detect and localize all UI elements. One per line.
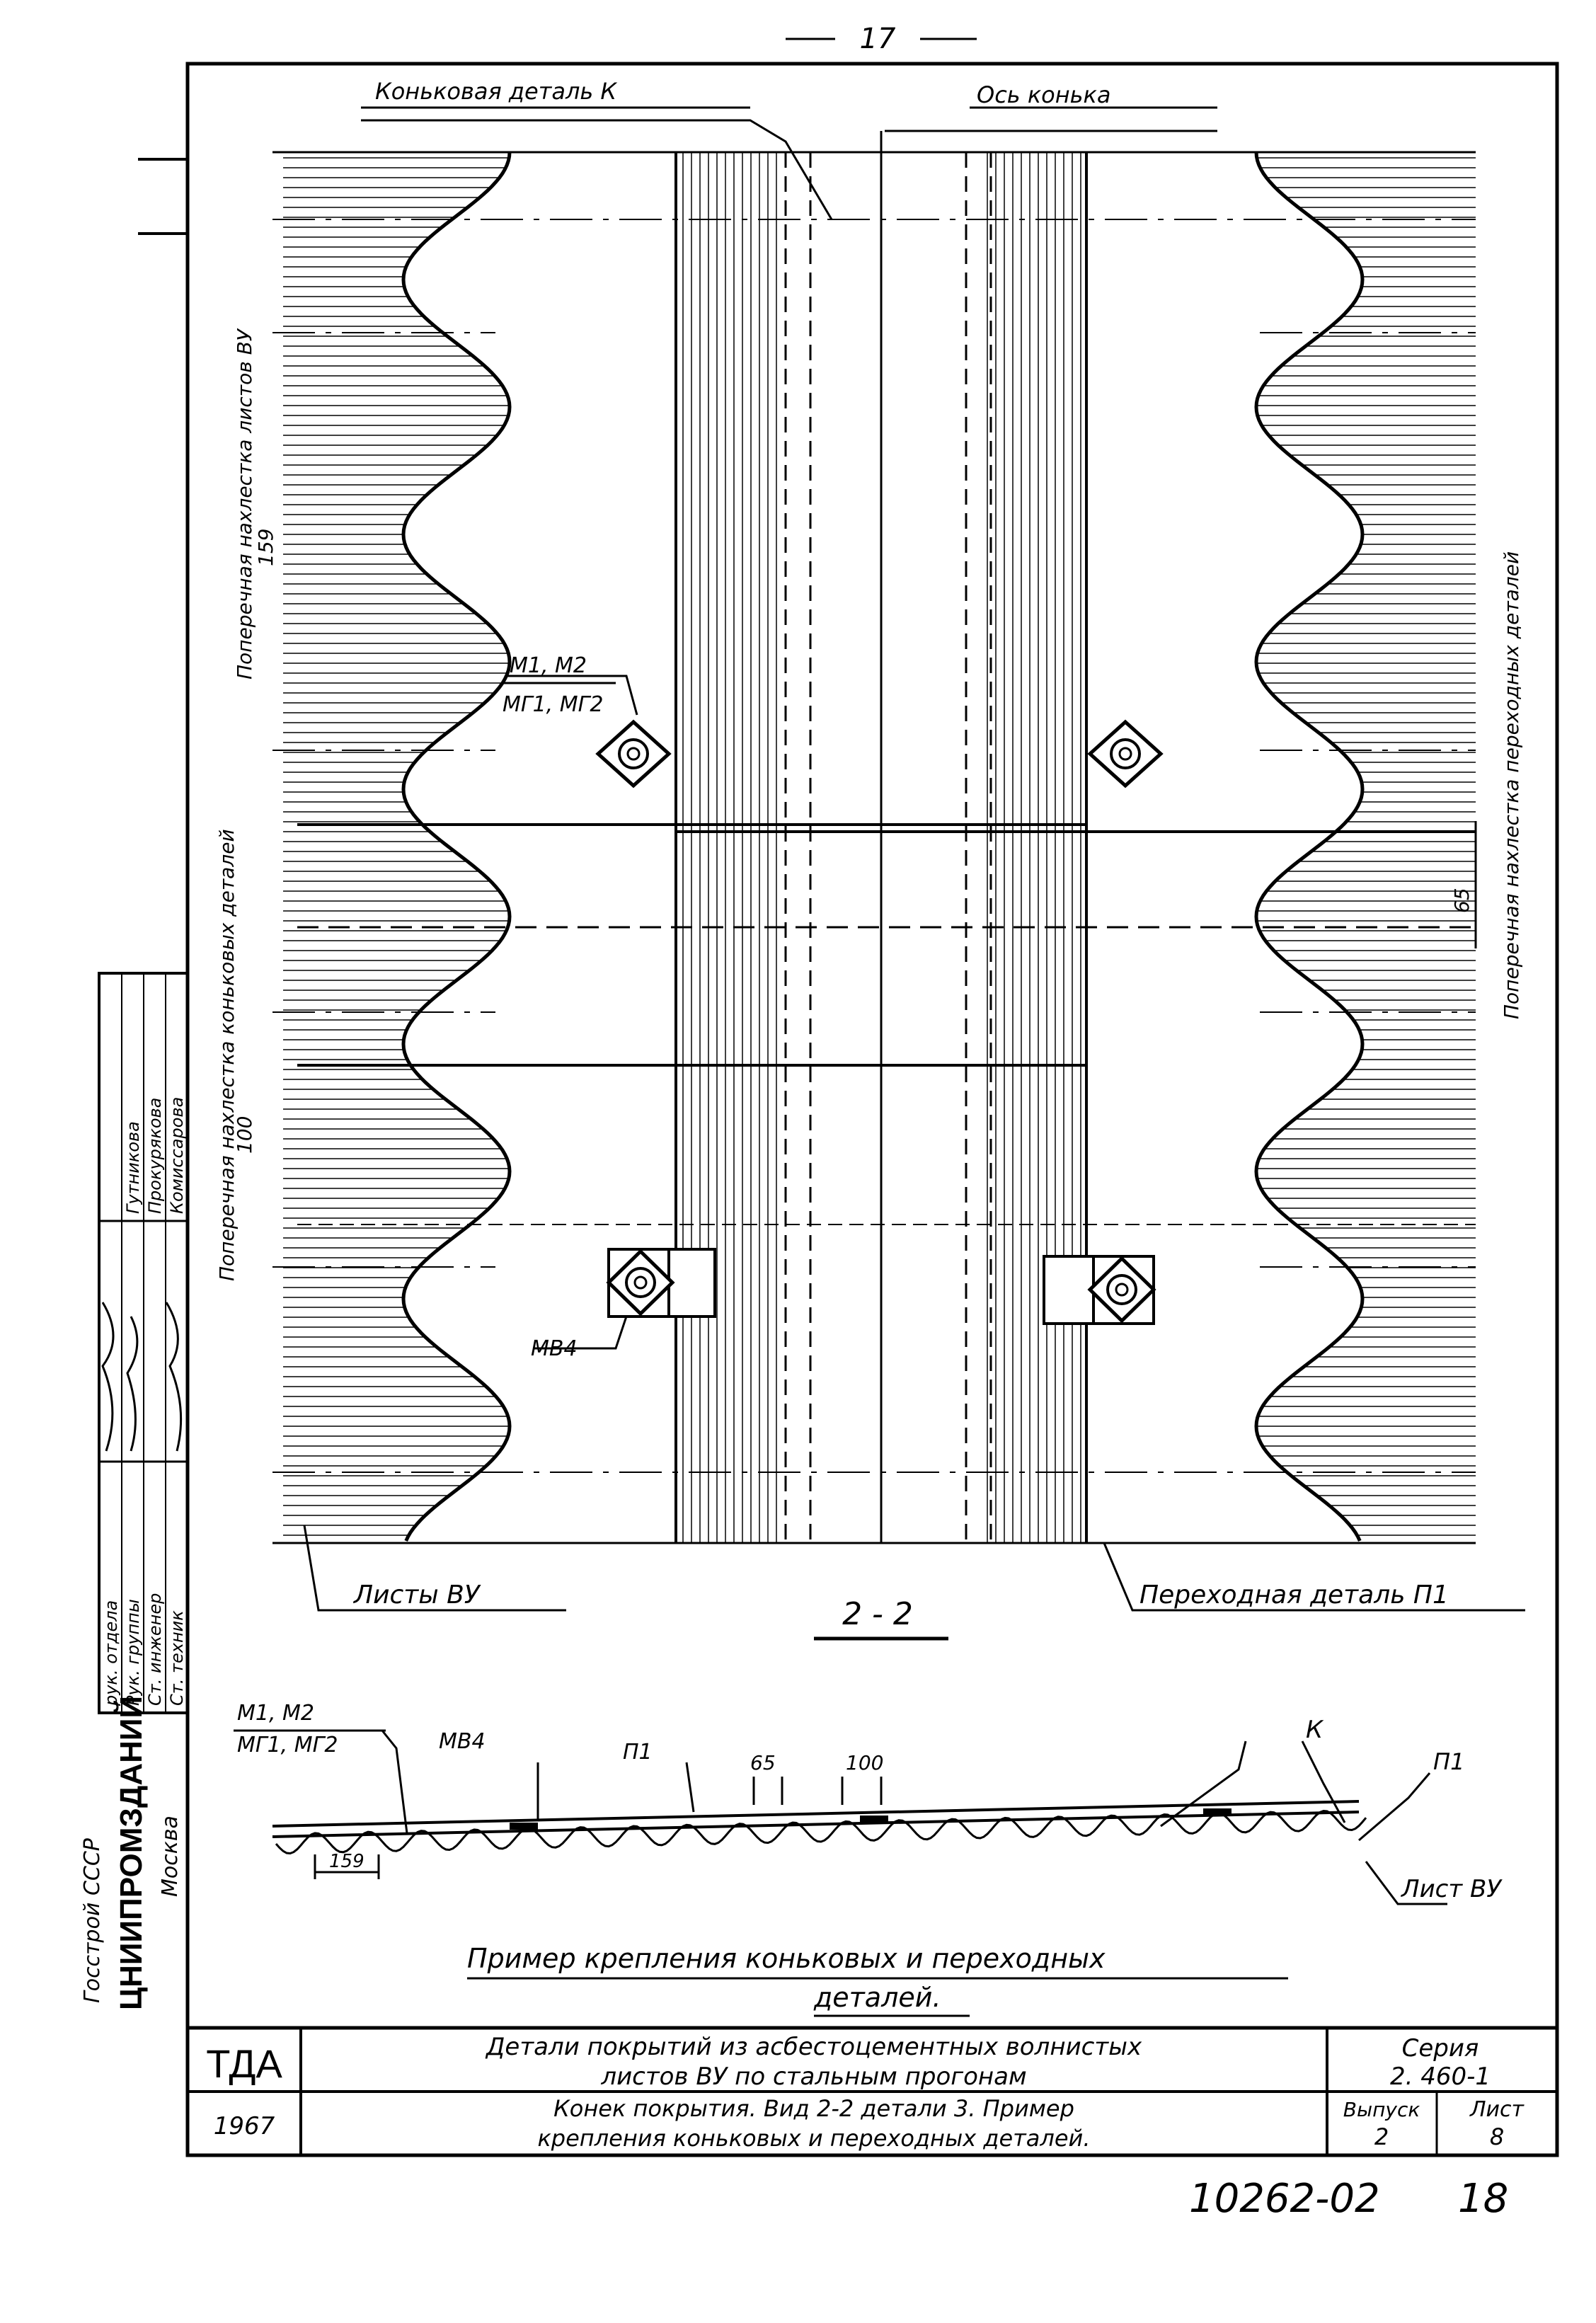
subtitle-line-1: Конек покрытия. Вид 2-2 детали 3. Пример <box>553 2095 1074 2122</box>
ridge-axis-label: Ось конька <box>977 81 1110 108</box>
archive-sheet: 18 <box>1458 2176 1508 2222</box>
org-top: Госстрой СССР <box>80 1837 105 2003</box>
example-k: К <box>1306 1716 1324 1744</box>
svg-text:Гутникова: Гутникова <box>123 1121 143 1214</box>
example-dim-100: 100 <box>846 1751 883 1774</box>
ridge-detail-label: Коньковая деталь К <box>375 78 617 105</box>
title-year: 1967 <box>214 2112 275 2140</box>
fastener-mb4-right <box>1043 1255 1156 1325</box>
transition-detail-label: Переходная деталь П1 <box>1139 1581 1449 1610</box>
overlap-sheets-label: Поперечная нахлестка листов ВУ <box>233 328 256 679</box>
svg-text:Рук. группы: Рук. группы <box>123 1599 143 1706</box>
dim-159: 159 <box>254 529 277 566</box>
subtitle-line-2: крепления коньковых и переходных деталей… <box>537 2125 1090 2152</box>
svg-text:Ст. инженер: Ст. инженер <box>145 1593 165 1706</box>
title-line-1: Детали покрытий из асбестоцементных волн… <box>485 2033 1142 2061</box>
archive-number: 10262-02 <box>1189 2176 1380 2222</box>
series-label: Серия <box>1402 2034 1479 2063</box>
example-m-label-1: М1, М2 <box>237 1701 314 1726</box>
dim-65: 65 <box>1450 888 1474 913</box>
sheet-profile-left <box>401 151 512 1542</box>
svg-text:Комиссарова: Комиссарова <box>167 1097 187 1214</box>
page-number: 17 <box>860 23 896 55</box>
example-caption-2: деталей. <box>813 1982 941 2013</box>
svg-text:Прокурякова: Прокурякова <box>145 1098 165 1214</box>
overlap-ridge-label: Поперечная нахлестка коньковых деталей <box>215 829 239 1281</box>
example-mb4: МВ4 <box>439 1729 486 1754</box>
example-sheet-vu: Лист ВУ <box>1400 1875 1503 1903</box>
signatures <box>101 1302 183 1452</box>
fastener-m1-right <box>1087 719 1164 788</box>
series-value: 2. 460-1 <box>1390 2063 1491 2091</box>
fastener-label-2: МГ1, МГ2 <box>503 692 603 717</box>
example-p1: П1 <box>623 1740 653 1765</box>
example-dim-159: 159 <box>329 1851 364 1872</box>
dim-100: 100 <box>233 1116 256 1154</box>
issue-value: 2 <box>1374 2123 1389 2150</box>
example-dim-65: 65 <box>750 1751 776 1774</box>
sheet-label: Лист <box>1469 2097 1525 2122</box>
sheet-value: 8 <box>1490 2123 1504 2150</box>
fastener-m1-left <box>595 719 672 788</box>
overlap-details-label: Поперечная нахлестка переходных деталей <box>1500 551 1523 1019</box>
title-org: ТДА <box>206 2041 282 2086</box>
side-stamp: рук. отдела Рук. группы Ст. инженер Ст. … <box>80 972 189 2010</box>
title-block: ТДА 1967 Детали покрытий из асбестоцемен… <box>188 2026 1557 2155</box>
org-city: Москва <box>158 1816 183 1897</box>
fixing-example: М1, М2 МГ1, МГ2 МВ4 П1 65 100 К П1 159 Л… <box>234 1701 1503 2017</box>
sheets-vu-label: Листы ВУ <box>352 1581 481 1610</box>
example-p1-right: П1 <box>1433 1748 1464 1775</box>
svg-text:Ст. техник: Ст. техник <box>167 1610 187 1706</box>
issue-label: Выпуск <box>1343 2098 1420 2121</box>
view-label: 2 - 2 <box>842 1596 913 1632</box>
example-caption-1: Пример крепления коньковых и переходных <box>467 1943 1106 1974</box>
fastener-mb4-label: МВ4 <box>531 1336 578 1361</box>
example-m-label-2: МГ1, МГ2 <box>237 1733 338 1757</box>
title-line-2: листов ВУ по стальным прогонам <box>600 2063 1026 2091</box>
fastener-mb4-left <box>606 1248 716 1318</box>
svg-text:рук. отдела: рук. отдела <box>101 1600 121 1707</box>
plan-view-2-2: Коньковая деталь К Ось конька М1, М2 МГ1… <box>215 78 1525 1641</box>
fastener-label-1: М1, М2 <box>510 653 587 678</box>
org-main: ЦНИИПРОМЗДАНИЙ <box>113 1696 149 2010</box>
sheet-profile-right <box>1254 151 1365 1542</box>
